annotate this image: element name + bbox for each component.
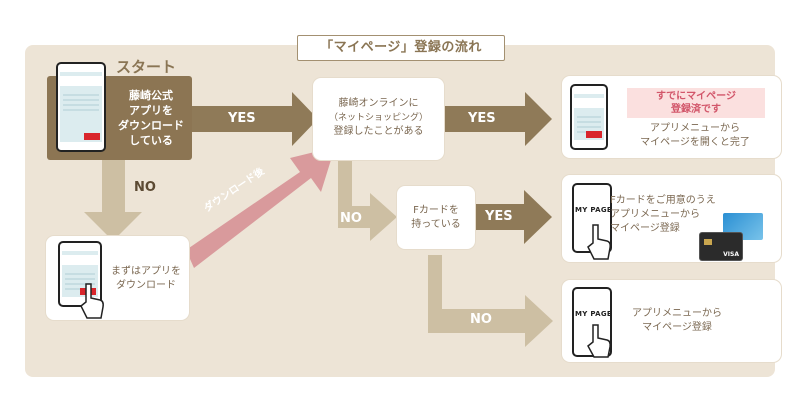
status-badge (627, 88, 765, 118)
phone-icon (570, 84, 608, 150)
label-no-start: NO (134, 180, 156, 195)
node-fcard-no-text: アプリメニューから マイページ登録 (632, 308, 722, 333)
hand-pointer-icon (80, 283, 104, 319)
arrow-online-to-fcard (338, 160, 397, 241)
node-online-text: 藤崎オンラインに （ネットショッピング） 登録したことがある (328, 98, 428, 137)
label-yes-online: YES (468, 111, 496, 126)
node-done-text: アプリメニューから マイページを開くと完了 (640, 123, 750, 148)
label-yes-fcard: YES (485, 209, 513, 224)
node-download-text: まずはアプリを ダウンロード (111, 266, 181, 291)
arrow-fcard-to-mypage (428, 255, 553, 347)
hand-pointer-icon (587, 224, 611, 260)
node-online (313, 78, 444, 160)
start-label: スタート (116, 58, 177, 76)
arrow-fcard-to-card (475, 190, 552, 244)
node-start-text: 藤崎公式 アプリを ダウンロード している (118, 89, 184, 147)
node-fcard-yes-text: Fカードをご用意のうえ アプリメニューから マイページ登録 (610, 195, 716, 234)
node-fcard (397, 186, 475, 249)
mypage-screen-label: MY PAGE (575, 206, 613, 214)
visa-label: VISA (723, 251, 739, 258)
arrow-after-download (186, 147, 335, 268)
phone-icon (56, 62, 106, 152)
label-no-fcard: NO (470, 312, 492, 327)
phone-icon (572, 183, 612, 253)
status-badge-text: すでにマイページ 登録済です (656, 91, 736, 115)
arrow-start-to-online (190, 92, 318, 146)
mypage-screen-label: MY PAGE (575, 310, 613, 318)
label-yes-start: YES (228, 111, 256, 126)
hand-pointer-icon (587, 324, 611, 358)
node-fcard-text: Fカードを 持っている (411, 205, 461, 230)
arrow-online-to-done (443, 92, 552, 146)
diagram-title: 「マイページ」登録の流れ (297, 35, 505, 61)
arrow-start-to-download (84, 160, 142, 241)
credit-card-image: VISA (700, 233, 742, 260)
label-no-online: NO (340, 211, 362, 226)
